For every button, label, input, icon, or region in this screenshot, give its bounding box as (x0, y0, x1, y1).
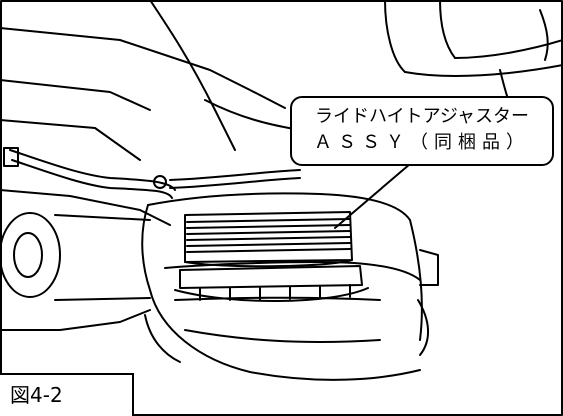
figure-label: 図4-2 (0, 373, 134, 416)
lower-arm (0, 189, 171, 331)
hose-wire (3, 147, 301, 199)
callout-line-1: ライドハイトアジャスター (314, 106, 530, 127)
spring-seat-bowl (141, 192, 439, 381)
callout-box: ライドハイトアジャスター ＡＳＳＹ（同梱品） (290, 96, 554, 166)
upper-body-panel (0, 0, 301, 161)
callout-line-2: ＡＳＳＹ（同梱品） (314, 132, 530, 153)
callout-leader-line (334, 163, 411, 229)
ride-height-adjuster-part (174, 211, 369, 302)
